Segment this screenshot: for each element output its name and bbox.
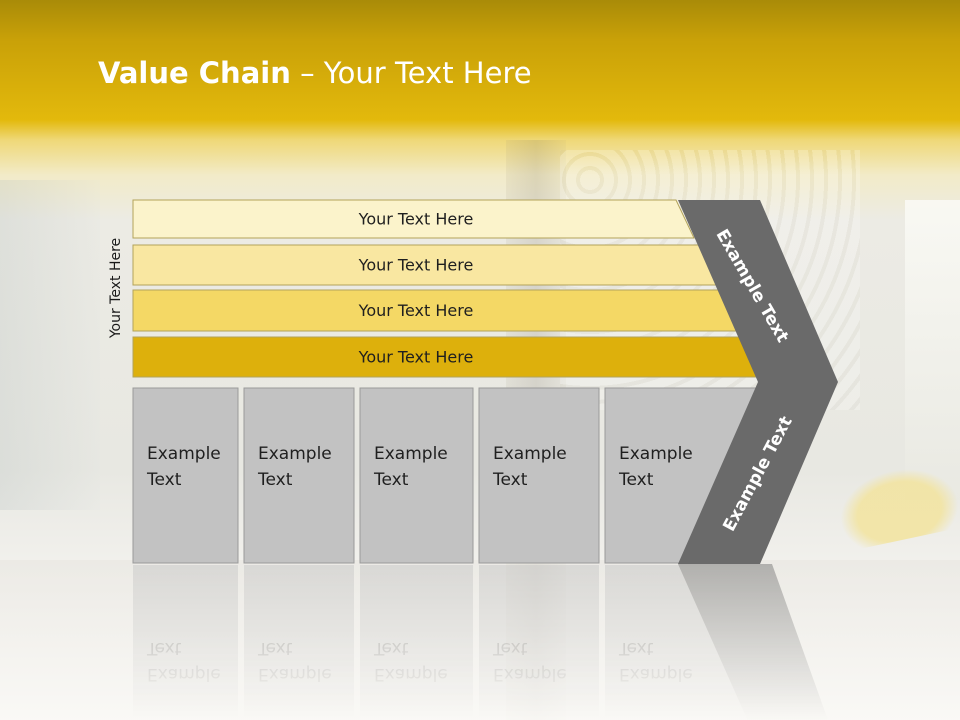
box-label-5: Example — [619, 444, 693, 464]
box-label-line2-5: Text — [618, 470, 654, 490]
slide-title: Value Chain – Your Text Here — [98, 56, 532, 90]
box-label-line2-2: Text — [257, 470, 293, 490]
bar-label-4: Your Text Here — [358, 348, 474, 367]
box-label-3: Example — [374, 444, 448, 464]
svg-text:Text: Text — [492, 638, 528, 658]
box-3 — [359, 387, 474, 564]
svg-text:Example: Example — [619, 664, 693, 684]
box-label-line2-1: Text — [146, 470, 182, 490]
box-label-4: Example — [493, 444, 567, 464]
box-label-2: Example — [258, 444, 332, 464]
svg-text:Example: Example — [493, 664, 567, 684]
bar-label-1: Your Text Here — [358, 210, 474, 229]
svg-text:Text: Text — [257, 638, 293, 658]
box-label-line2-3: Text — [373, 470, 409, 490]
svg-text:Example: Example — [147, 664, 221, 684]
box-2 — [243, 387, 355, 564]
svg-text:Example: Example — [374, 664, 448, 684]
box-label-1: Example — [147, 444, 221, 464]
svg-text:Text: Text — [373, 638, 409, 658]
bar-label-3: Your Text Here — [358, 301, 474, 320]
bar-1 — [132, 199, 695, 239]
svg-text:Text: Text — [618, 638, 654, 658]
svg-text:Example: Example — [258, 664, 332, 684]
bar-label-2: Your Text Here — [358, 256, 474, 275]
box-1 — [132, 387, 239, 564]
box-label-line2-4: Text — [492, 470, 528, 490]
title-rest: – Your Text Here — [290, 56, 532, 90]
title-bold: Value Chain — [98, 56, 291, 90]
box-4 — [478, 387, 600, 564]
svg-text:Text: Text — [146, 638, 182, 658]
chevron-arrow — [678, 200, 838, 564]
